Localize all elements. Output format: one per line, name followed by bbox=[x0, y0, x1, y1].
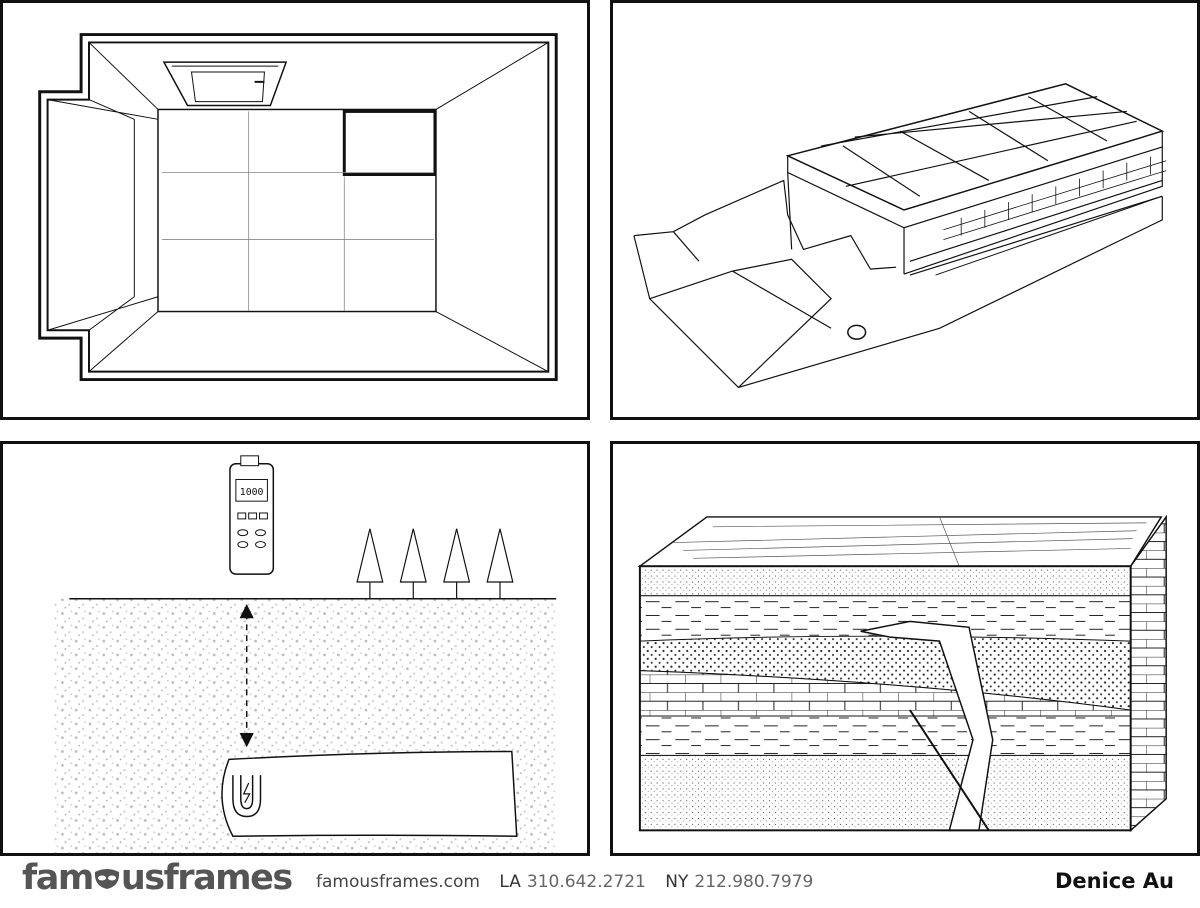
geologic-cross-section-panel bbox=[610, 441, 1200, 856]
sand-layer bbox=[639, 565, 1132, 597]
website-link[interactable]: famousframes.com bbox=[316, 872, 480, 892]
underground-detector-panel: 1000 bbox=[0, 441, 590, 856]
magnet-icon bbox=[232, 775, 262, 818]
depth-arrow bbox=[239, 603, 254, 748]
cavity bbox=[221, 750, 518, 837]
side-face bbox=[1129, 514, 1167, 832]
moisture-meter: 1000 bbox=[229, 455, 275, 575]
foundation-cutaway-panel bbox=[610, 0, 1200, 420]
meter-reading: 1000 bbox=[240, 487, 264, 498]
room-drawing bbox=[38, 33, 558, 382]
cross-section-drawing bbox=[637, 514, 1167, 832]
room-floorplan-panel bbox=[0, 0, 590, 420]
la-label: LA bbox=[499, 872, 521, 892]
logo-text-left: fam bbox=[22, 858, 94, 898]
tree-row bbox=[356, 528, 514, 599]
artist-name: Denice Au bbox=[1054, 869, 1174, 893]
underground-drawing: 1000 bbox=[53, 455, 557, 853]
base-layer bbox=[639, 754, 1132, 831]
foundation-drawing bbox=[633, 83, 1167, 389]
ny-phone: 212.980.7979 bbox=[694, 872, 814, 892]
lower-shale-layer bbox=[639, 715, 1132, 756]
ny-label: NY bbox=[665, 872, 689, 892]
la-phone: 310.642.2721 bbox=[526, 872, 646, 892]
mask-icon bbox=[94, 869, 119, 889]
logo-text-right: usframes bbox=[120, 858, 293, 898]
famousframes-logo[interactable]: fam usframes bbox=[22, 856, 293, 900]
